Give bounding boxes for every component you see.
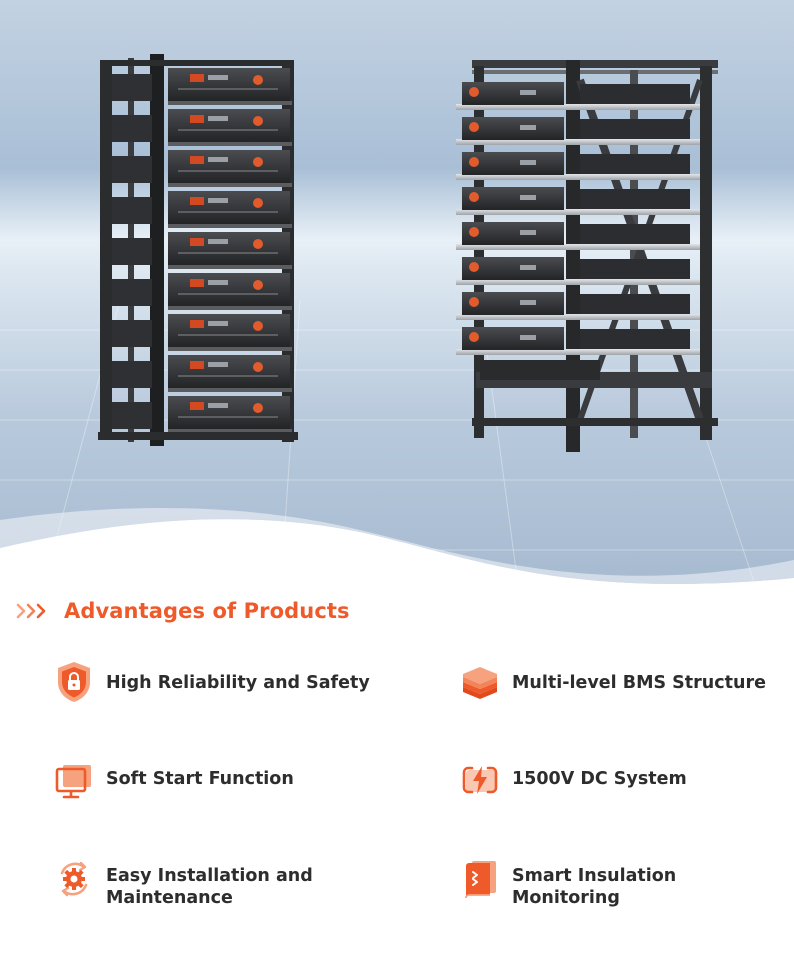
battery-module (456, 187, 700, 215)
feature-easy-installation: Easy Installation and Maintenance (54, 857, 313, 909)
battery-module (456, 327, 700, 355)
monitor-icon (54, 758, 94, 802)
feature-smart-insulation: Smart Insulation Monitoring (460, 857, 676, 909)
battery-module (112, 273, 292, 310)
feature-label-line1: Smart Insulation (512, 866, 677, 886)
battery-module (456, 257, 700, 285)
layers-stack-icon (460, 660, 500, 704)
feature-soft-start: Soft Start Function (54, 758, 294, 802)
battery-module (456, 117, 700, 145)
battery-module (112, 314, 292, 351)
battery-module (112, 109, 292, 146)
feature-label-line1: Soft Start Function (106, 769, 294, 789)
battery-module (112, 396, 292, 433)
hero-image (0, 0, 794, 600)
feature-label-line2: Maintenance (106, 888, 233, 908)
battery-module (456, 292, 700, 320)
gear-sync-icon (54, 857, 94, 901)
battery-module (112, 355, 292, 392)
section-title: Advantages of Products (64, 599, 350, 623)
feature-multi-level-bms: Multi-level BMS Structure (460, 660, 766, 704)
feature-label-line1: Multi-level BMS Structure (512, 673, 766, 693)
feature-label-line1: Easy Installation and (106, 866, 313, 886)
manual-book-icon (460, 857, 500, 901)
battery-module (112, 68, 292, 105)
battery-module (456, 82, 700, 110)
right-battery-rack (456, 60, 718, 452)
feature-label-line1: High Reliability and Safety (106, 673, 370, 693)
feature-1500v-dc: 1500V DC System (460, 758, 687, 802)
section-header: Advantages of Products (16, 594, 350, 628)
shield-lock-icon (54, 660, 94, 704)
lightning-battery-icon (460, 758, 500, 802)
battery-module (456, 152, 700, 180)
left-battery-rack (98, 54, 298, 446)
feature-label-line1: 1500V DC System (512, 769, 687, 789)
battery-module (112, 232, 292, 269)
feature-label-line2: Monitoring (512, 888, 620, 908)
battery-module (112, 191, 292, 228)
feature-high-reliability: High Reliability and Safety (54, 660, 370, 704)
battery-module (456, 222, 700, 250)
chevrons-icon (16, 603, 46, 619)
battery-module (112, 150, 292, 187)
